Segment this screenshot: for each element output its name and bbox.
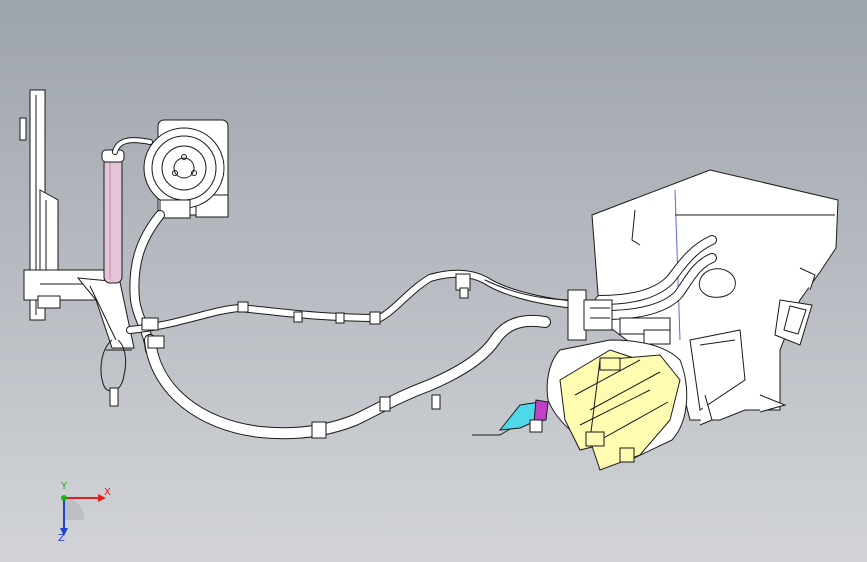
expansion-valve[interactable] bbox=[567, 289, 671, 345]
y-axis-label: Y bbox=[61, 481, 68, 492]
x-axis-arrowhead bbox=[98, 494, 106, 502]
pedal-bracket[interactable] bbox=[472, 399, 549, 436]
lower-bracket[interactable] bbox=[100, 339, 132, 407]
blower-unit[interactable] bbox=[546, 339, 688, 471]
refrigerant-lines[interactable] bbox=[112, 137, 579, 440]
y-axis-dot bbox=[61, 495, 67, 501]
orientation-triad: X Y Z bbox=[44, 480, 124, 550]
hose-fittings[interactable] bbox=[141, 273, 471, 439]
z-axis-label: Z bbox=[58, 533, 65, 544]
evaporator-pipes[interactable] bbox=[595, 235, 717, 320]
receiver-drier[interactable] bbox=[101, 149, 125, 284]
z-axis-arrowhead bbox=[60, 528, 68, 536]
triad-graphic bbox=[60, 494, 106, 536]
triad-plane-shade bbox=[64, 497, 85, 520]
compressor[interactable] bbox=[143, 119, 229, 219]
x-axis-label: X bbox=[104, 487, 111, 498]
condenser-frame[interactable] bbox=[19, 89, 135, 349]
